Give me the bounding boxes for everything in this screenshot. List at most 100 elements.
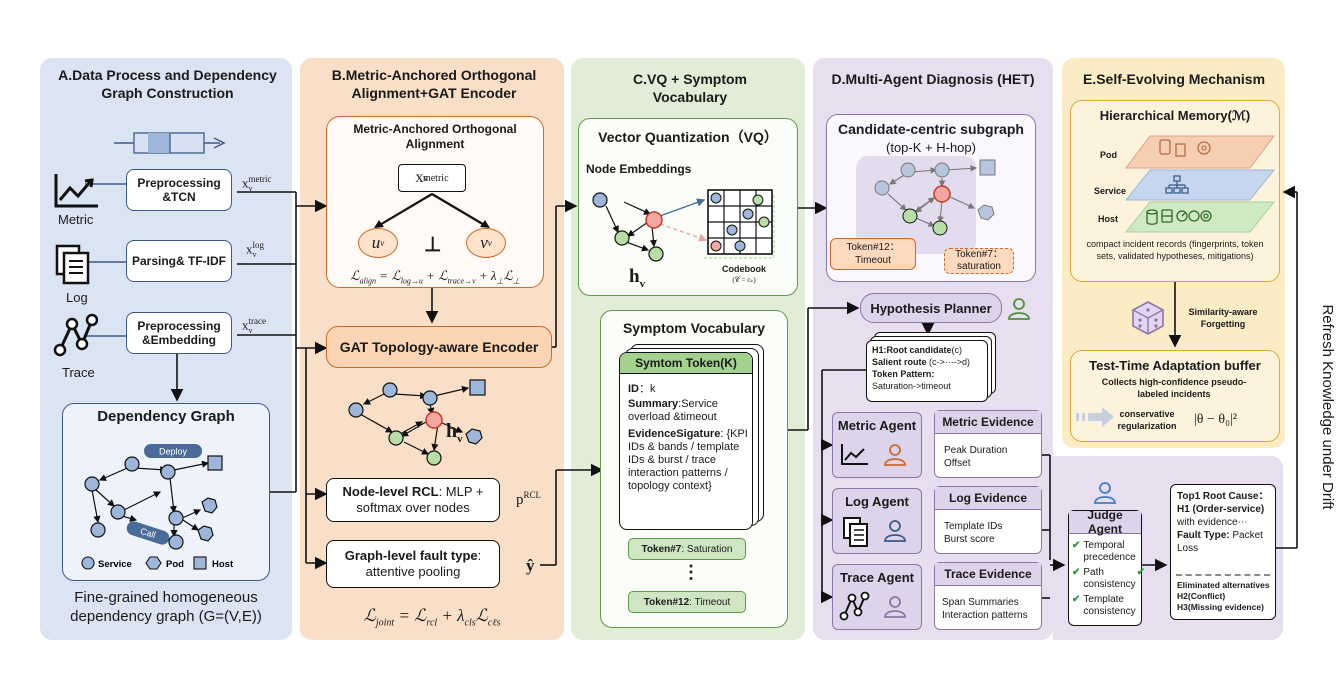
codebook-label: Codebook [722, 264, 766, 274]
token-7-pill: Token#7: Saturation [628, 538, 746, 560]
trace-agent-label: Trace Agent [840, 570, 914, 585]
judge-user-icon [1094, 482, 1116, 504]
check-icon: ✔ [1136, 567, 1146, 578]
panel-a-title: A.Data Process and Dependency Graph Cons… [58, 67, 277, 101]
judge-criterion-2: ✔Path consistency✔ [1072, 567, 1146, 590]
trace-agent-user-icon [884, 596, 906, 618]
joint-loss-formula: ℒjoint = ℒrcl + λclsℒcℓs [363, 606, 501, 629]
eliminated-alternatives: Eliminated alternatives H2(Conflict) H3(… [1177, 580, 1270, 612]
legend-host-icon [193, 556, 207, 570]
p-rcl-label: pRCL [516, 490, 542, 508]
log-document-icon [55, 244, 90, 285]
log-label: Log [66, 290, 88, 305]
metric-evidence-body: Peak Duration Offset [944, 445, 1008, 469]
log-agent-document-icon [843, 517, 868, 547]
trace-agent-path-icon [839, 591, 870, 621]
check-icon: ✔ [1072, 540, 1081, 551]
token-id-line: ID：k [628, 383, 656, 395]
legend-service-icon [81, 556, 95, 570]
dependency-graph-box [62, 403, 270, 581]
perp-symbol: ⊥ [424, 234, 442, 256]
conservative-regularization: conservative regularization [1117, 409, 1177, 431]
metric-agent-user-icon [884, 444, 906, 466]
panel-d-title: D.Multi-Agent Diagnosis (HET) [831, 71, 1035, 87]
hypothesis-card: H1:Root candidate(c) Salient route (c->⋯… [866, 340, 988, 402]
metric-evidence-title: Metric Evidence [935, 411, 1041, 434]
align-loss-formula: ℒalign = ℒlog→u + ℒtrace→v + λ⊥ℒ⊥ [350, 268, 520, 286]
gat-graph-diagram [348, 379, 486, 466]
vq-hv-label: hv [629, 266, 646, 290]
log-evidence-body: Template IDs Burst score [944, 521, 1003, 545]
x-trace-label: xvtrace [242, 316, 266, 335]
top1-root-cause: Top1 Root Cause： H1 (Order-service) with… [1177, 491, 1269, 554]
trace-evidence-body: Span Summaries Interaction patterns [942, 597, 1028, 621]
token-12-timeout-tag: Token#12：Timeout [830, 238, 916, 270]
x-log-label: xvlog [246, 240, 265, 259]
panel-b-title: B.Metric-Anchored Orthogonal Alignment+G… [331, 67, 537, 101]
x-metric-label: xvmetric [242, 174, 272, 193]
symptom-token-card [619, 352, 753, 530]
orthogonal-alignment-title: Metric-Anchored Orthogonal Alignment [353, 122, 517, 151]
candidate-subgraph-sub: (top-K + H-hop) [886, 140, 976, 155]
preprocessing-embedding-box: Preprocessing &Embedding [126, 312, 232, 354]
regularization-arrow-icon [1076, 407, 1114, 427]
memory-pod-label: Pod [1100, 150, 1117, 160]
regularization-formula: |θ − θ₀|² [1194, 412, 1237, 427]
tta-buffer-desc: Collects high-confidence pseudo-labeled … [1101, 377, 1247, 399]
vq-diagram [592, 189, 775, 262]
candidate-subgraph-title: Candidate-centric subgraph [838, 121, 1024, 137]
tta-buffer-title: Test-Time Adaptation buffer [1089, 358, 1261, 373]
node-level-rcl-box: Node-level RCL: MLP + softmax over nodes [326, 478, 500, 522]
judge-criterion-1: ✔Temporal precedence [1072, 540, 1136, 563]
codebook-sub-label: (𝒞 = cₖ) [732, 276, 756, 284]
orthogonal-alignment-box [326, 116, 544, 288]
refresh-knowledge-label: Refresh Knowledge under Drift [1319, 304, 1336, 510]
check-icon: ✔ [1072, 594, 1081, 605]
memory-service-label: Service [1094, 186, 1127, 196]
legend-service-label: Service [98, 559, 132, 570]
token-12-pill: Token#12: Timeout [628, 591, 746, 613]
metric-chart-icon [54, 174, 98, 208]
metric-label: Metric [58, 212, 94, 227]
trace-evidence-title: Trace Evidence [935, 563, 1041, 586]
metric-agent-box[interactable] [832, 412, 922, 478]
call-label: Call [139, 526, 157, 540]
symptom-token-header: Symtom Token(K) [620, 353, 752, 374]
log-agent-label: Log Agent [845, 494, 909, 509]
similarity-forgetting-label: Similarity-aware Forgetting [1188, 307, 1258, 329]
legend-pod-label: Pod [166, 559, 184, 570]
log-evidence-title: Log Evidence [935, 487, 1041, 510]
log-agent-box[interactable] [832, 488, 922, 554]
panel-e-title: E.Self-Evolving Mechanism [1082, 71, 1266, 87]
tta-buffer-box [1070, 350, 1280, 442]
token-ellipsis: ⋮ [682, 562, 700, 582]
check-icon: ✔ [1072, 567, 1081, 578]
token-evidence-line: EvidenceSigature: {KPI IDs & bands / tem… [628, 428, 748, 492]
dependency-graph-title: Dependency Graph [97, 408, 235, 425]
log-agent-user-icon [884, 520, 906, 542]
gat-hv-label: hv [446, 420, 463, 445]
graph-level-fault-box: Graph-level fault type: attentive poolin… [326, 540, 500, 588]
deploy-label: Deploy [159, 447, 188, 457]
legend-pod-icon [145, 556, 162, 570]
metric-agent-chart-icon [841, 444, 868, 465]
gat-encoder-box: GAT Topology-aware Encoder [326, 326, 552, 368]
memory-description: compact incident records (fingerprints, … [1086, 239, 1264, 261]
hierarchical-memory-title: Hierarchical Memory(ℳ) [1099, 108, 1251, 123]
data-stream-icon [114, 132, 226, 154]
legend-host-label: Host [212, 559, 234, 570]
alignment-tree-edges [374, 193, 490, 228]
candidate-subgraph-shade [856, 156, 976, 254]
token-7-saturation-tag: Token#7：saturation [944, 248, 1014, 274]
symptom-vocabulary-title: Symptom Vocabulary [622, 320, 766, 336]
forgetting-cube-icon [1132, 301, 1164, 335]
token-summary-line: Summary:Service overload &timeout [628, 398, 718, 423]
judge-criteria-list: ✔Temporal precedence ✔Path consistency✔ … [1072, 540, 1146, 618]
hypothesis-planner-box: Hypothesis Planner [860, 293, 1002, 323]
result-divider [1176, 574, 1270, 576]
memory-layers-diagram [1124, 135, 1276, 233]
trace-label: Trace [62, 365, 95, 380]
